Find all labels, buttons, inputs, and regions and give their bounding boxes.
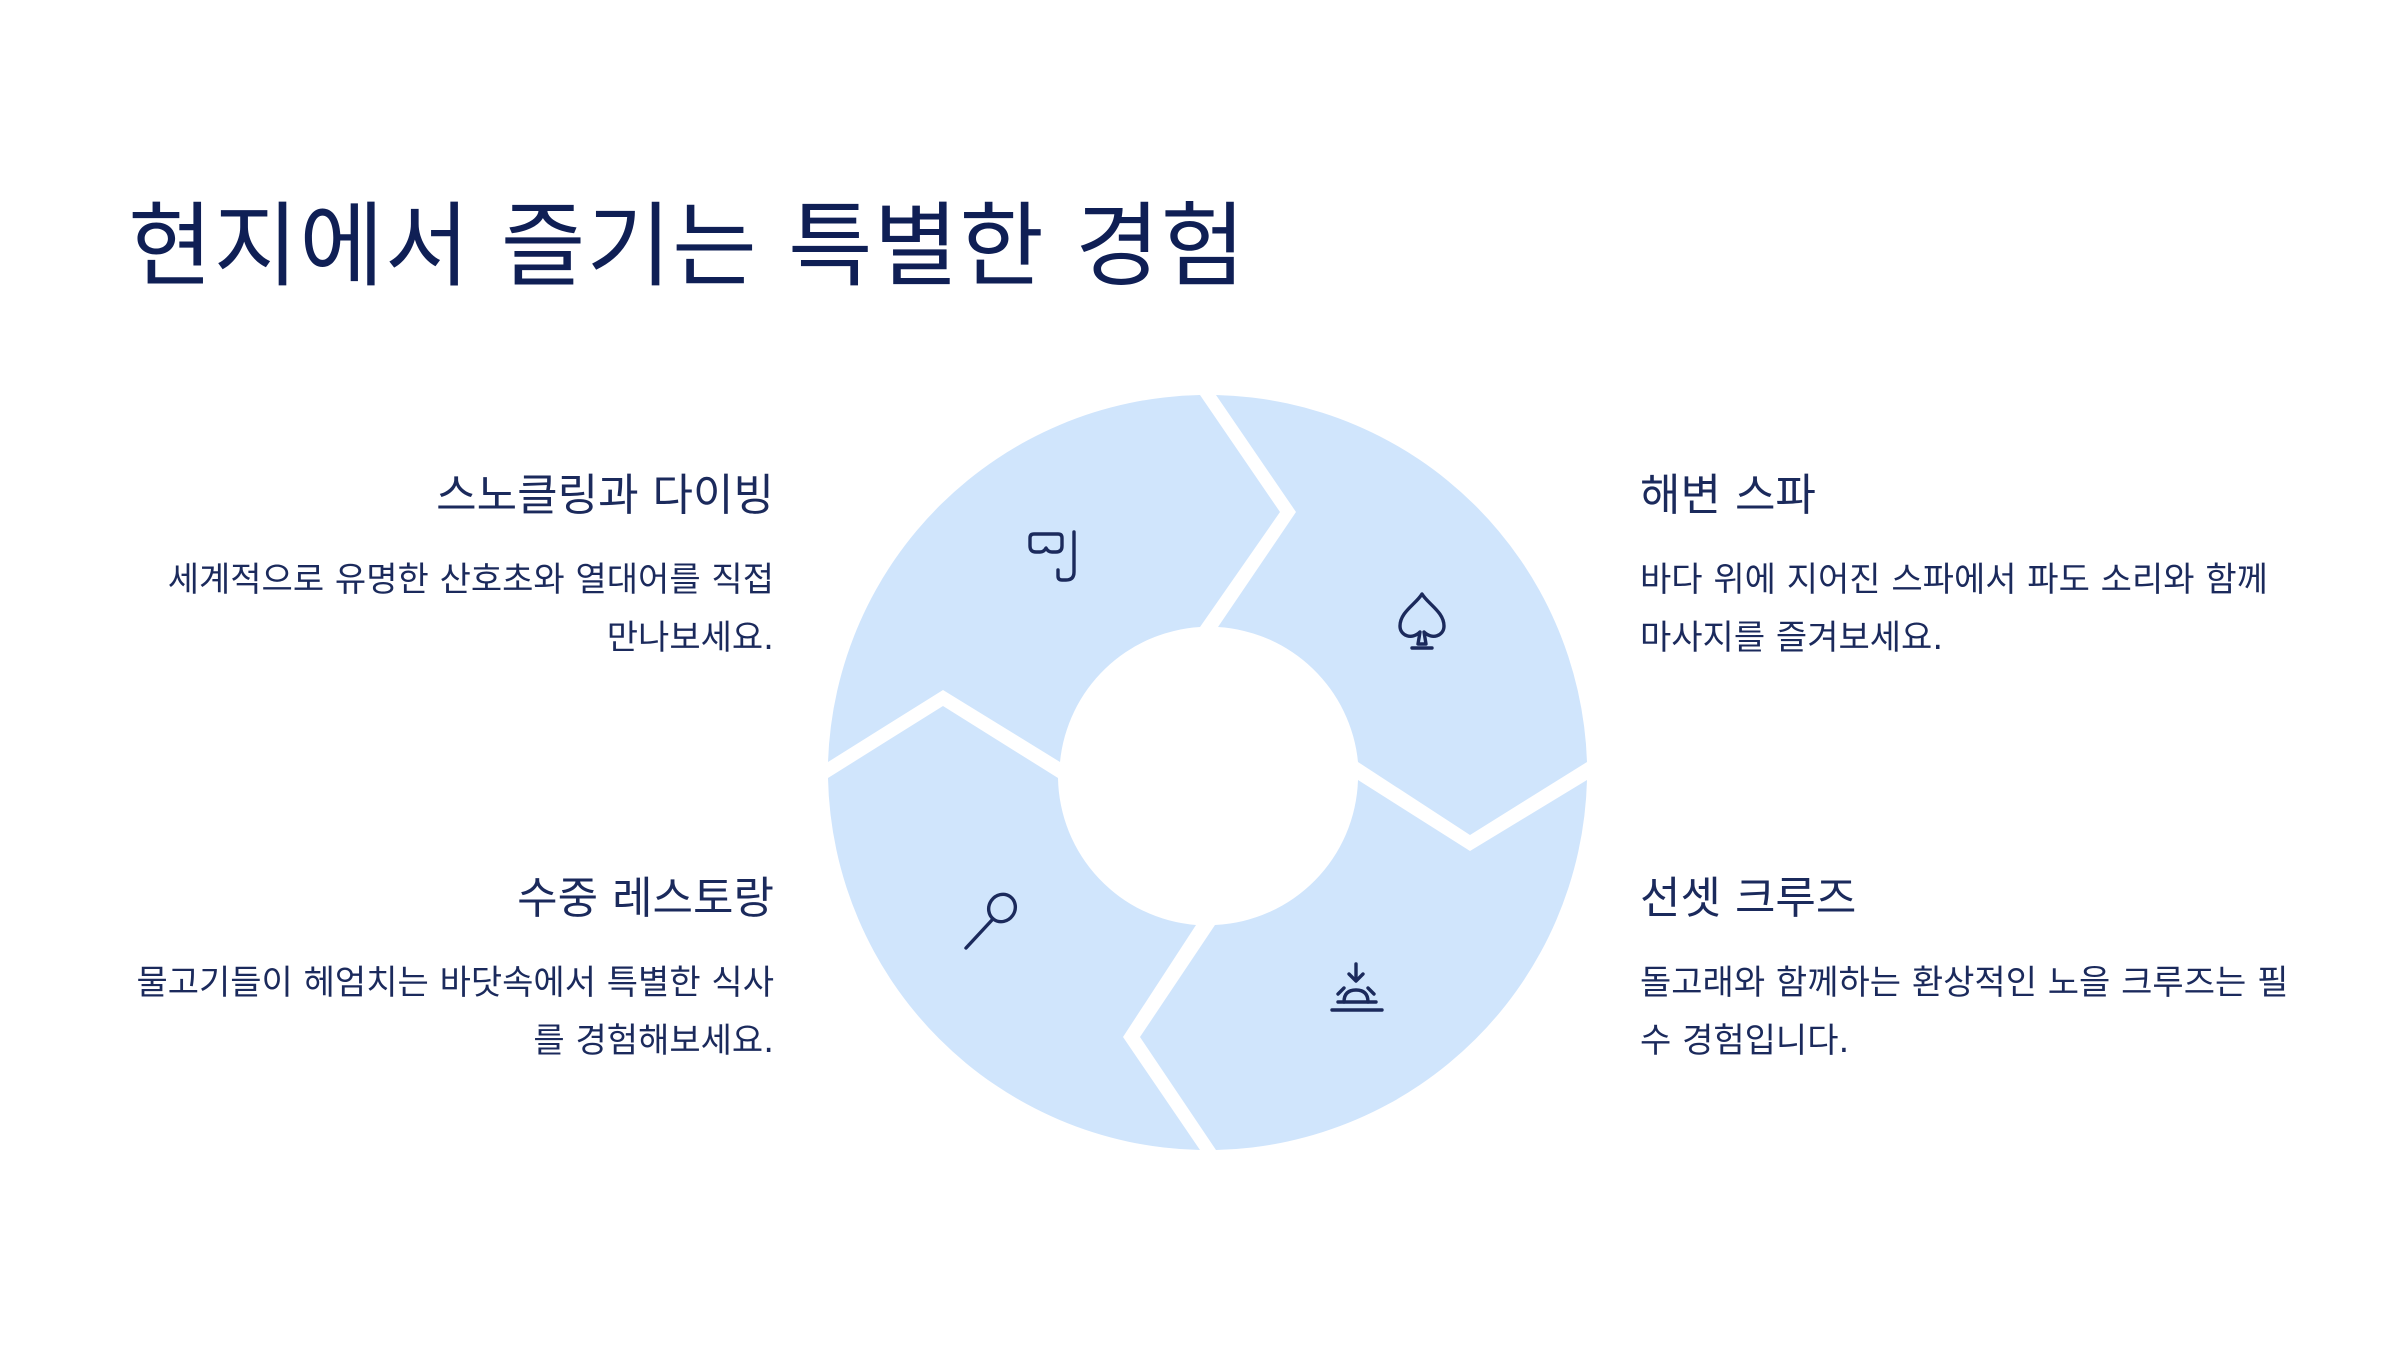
snorkel-mask-icon <box>1028 530 1076 582</box>
segment-restaurant <box>828 706 1200 1150</box>
segment-snorkel <box>828 395 1280 762</box>
feature-description-snorkel: 세계적으로 유명한 산호초와 열대어를 직접 만나보세요. <box>167 559 774 658</box>
feature-restaurant: 수중 레스토랑 물고기들이 헤엄치는 바닷속에서 특별한 식사를 경험해보세요. <box>134 873 774 1070</box>
sunset-icon <box>1330 962 1384 1012</box>
feature-spa: 해변 스파 바다 위에 지어진 스파에서 파도 소리와 함께 마사지를 즐겨보세… <box>1640 470 2300 667</box>
feature-title-restaurant: 수중 레스토랑 <box>517 873 774 924</box>
feature-title-cruise: 선셋 크루즈 <box>1640 873 1857 924</box>
feature-description-restaurant: 물고기들이 헤엄치는 바닷속에서 특별한 식사를 경험해보세요. <box>136 962 774 1061</box>
spoon-icon <box>964 892 1018 950</box>
page-title: 현지에서 즐기는 특별한 경험 <box>128 193 1247 300</box>
segment-cruise <box>1140 780 1587 1150</box>
feature-snorkel: 스노클링과 다이빙 세계적으로 유명한 산호초와 열대어를 직접 만나보세요. <box>134 470 774 667</box>
feature-cruise: 선셋 크루즈 돌고래와 함께하는 환상적인 노을 크루즈는 필수 경험입니다. <box>1640 873 2300 1070</box>
feature-description-spa: 바다 위에 지어진 스파에서 파도 소리와 함께 마사지를 즐겨보세요. <box>1640 559 2268 658</box>
feature-title-snorkel: 스노클링과 다이빙 <box>436 470 774 521</box>
spade-icon <box>1398 592 1446 650</box>
feature-title-spa: 해변 스파 <box>1640 470 1816 521</box>
feature-description-cruise: 돌고래와 함께하는 환상적인 노을 크루즈는 필수 경험입니다. <box>1640 962 2289 1061</box>
